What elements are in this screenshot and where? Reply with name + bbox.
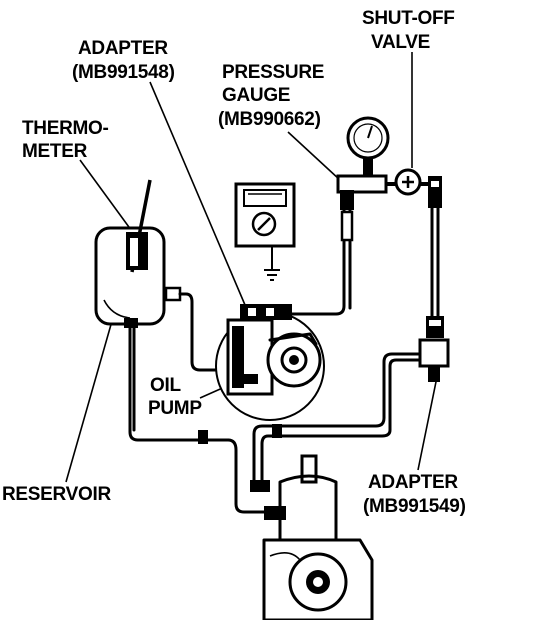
pressure-gauge [346,116,390,176]
hose-clamp-2 [272,424,282,438]
label-shutoff-valve: SHUT-OFF VALVE [362,8,455,53]
pressure-gauge-needle [367,125,373,139]
steering-gearbox [250,454,374,620]
multimeter [234,182,296,281]
label-reservoir: RESERVOIR [2,484,111,505]
gearbox-port-1 [264,506,286,520]
hose-adapter-to-gearbox [252,352,422,482]
gauge-tee-drop [340,190,354,210]
pressure-gauge-stem [363,158,373,176]
multimeter-display [243,189,287,207]
oil-pump-bracket [268,332,318,346]
hose-clamp-1 [198,430,208,444]
label-adapter2-line2: (MB991549) [363,496,466,517]
leader-reservoir [65,299,119,483]
hose-to-gearbox-1 [226,438,270,514]
label-thermometer: THERMO- METER [22,118,109,162]
leader-pressure-gauge [287,131,341,181]
label-adapter2-line1: ADAPTER [368,472,458,493]
leader-lines [65,52,439,483]
oil-pump [215,304,325,421]
oil-pump-suction-port [238,374,258,384]
gearbox-lower-housing [262,538,374,620]
label-adapter1-line2: (MB991548) [72,62,175,83]
label-pressure-gauge: PRESSURE GAUGE (MB990662) [218,62,324,130]
gearbox-valve-housing [278,474,338,542]
label-adapter-mb991549: ADAPTER (MB991549) [363,472,466,517]
reservoir-inlet-fitting [164,286,182,302]
hose-pump-suction [178,292,230,372]
label-oilpump-line2: PUMP [148,398,202,419]
label-adapter-mb991548: ADAPTER (MB991548) [72,38,175,83]
label-gauge-line2: GAUGE [222,85,290,106]
label-gauge-line3: (MB990662) [218,109,321,130]
label-oilpump-line1: OIL [150,375,181,396]
hose-reservoir-return [128,326,230,442]
thermometer-clip-window [130,238,138,266]
adapter-mb991549 [418,316,450,382]
gearbox-port-2 [250,480,270,492]
adapter2-body [418,338,450,368]
hose-adapter-to-gearbox-inner [260,358,422,482]
reservoir-outlet [124,318,138,328]
label-shutoff-valve-line1: SHUT-OFF [362,8,455,29]
thermometer [126,179,152,273]
label-thermo-line1: THERMO- [22,118,109,139]
label-shutoff-valve-line2: VALVE [371,32,430,53]
hose-pump-to-gauge [288,204,346,316]
adapter2-lower-fitting [428,366,440,382]
adapter2-upper-nut [426,316,444,338]
gearbox-input-shaft [300,454,318,484]
leader-adapter1 [149,81,249,313]
label-gauge-line1: PRESSURE [222,62,324,83]
shutoff-valve [386,168,442,208]
leader-thermometer [79,159,135,235]
reservoir-shading [103,299,131,319]
oil-pump-shadow [232,326,244,388]
label-adapter1-line1: ADAPTER [78,38,168,59]
gauge-tee-fitting [336,174,388,242]
hoses [128,204,440,514]
shutoff-valve-outlet [428,176,442,208]
label-thermo-line2: METER [22,141,88,162]
leader-adapter2 [417,371,439,471]
label-oil-pump: OIL PUMP [148,375,203,419]
